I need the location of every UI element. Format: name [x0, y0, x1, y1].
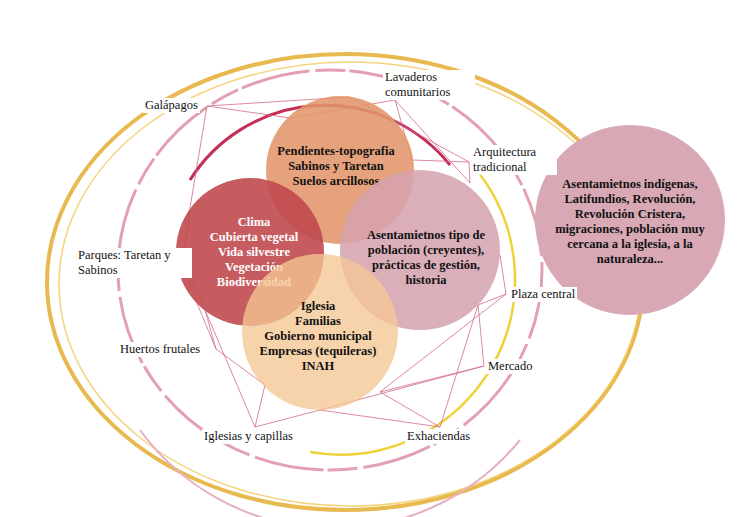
circle-text: Asentamietnos tipo de población (creyent…	[358, 228, 494, 288]
circle-text: Pendientes-topografia	[266, 144, 406, 159]
site-label: Arquitectura tradicional	[471, 145, 557, 175]
circle-text: Sabinos y Taretan	[266, 159, 406, 174]
site-label: Galápagos	[143, 98, 200, 113]
circle-text: Clima	[194, 215, 314, 230]
topic-circle: IglesiaFamiliasGobierno municipalEmpresa…	[242, 254, 398, 410]
circle-text: Cubierta vegetal	[194, 230, 314, 245]
circle-text: Asentamietnos indígenas, Latifundios, Re…	[550, 177, 710, 267]
circle-text: Vida silvestre	[194, 245, 314, 260]
circle-text-group: Asentamietnos tipo de población (creyent…	[358, 228, 494, 288]
circle-text: Familias	[248, 314, 388, 329]
site-label: Mercado	[486, 359, 534, 374]
site-label: Iglesias y capillas	[202, 429, 295, 444]
site-label: Huertos frutales	[118, 342, 202, 357]
site-label: Parques: Taretan y Sabinos	[76, 248, 192, 278]
site-label: Plaza central	[509, 287, 577, 302]
circle-text-group: Asentamietnos indígenas, Latifundios, Re…	[550, 177, 710, 267]
circle-text: Gobierno municipal	[248, 329, 388, 344]
site-label: Lavaderos comunitarios	[383, 70, 475, 100]
leader-lines	[177, 97, 506, 427]
circle-text: Empresas (tequileras)	[248, 344, 388, 359]
circle-text: Iglesia	[248, 299, 388, 314]
site-label: Exhaciendas	[405, 429, 472, 444]
circle-text-group: IglesiaFamiliasGobierno municipalEmpresa…	[248, 299, 388, 374]
circle-text: INAH	[248, 359, 388, 374]
